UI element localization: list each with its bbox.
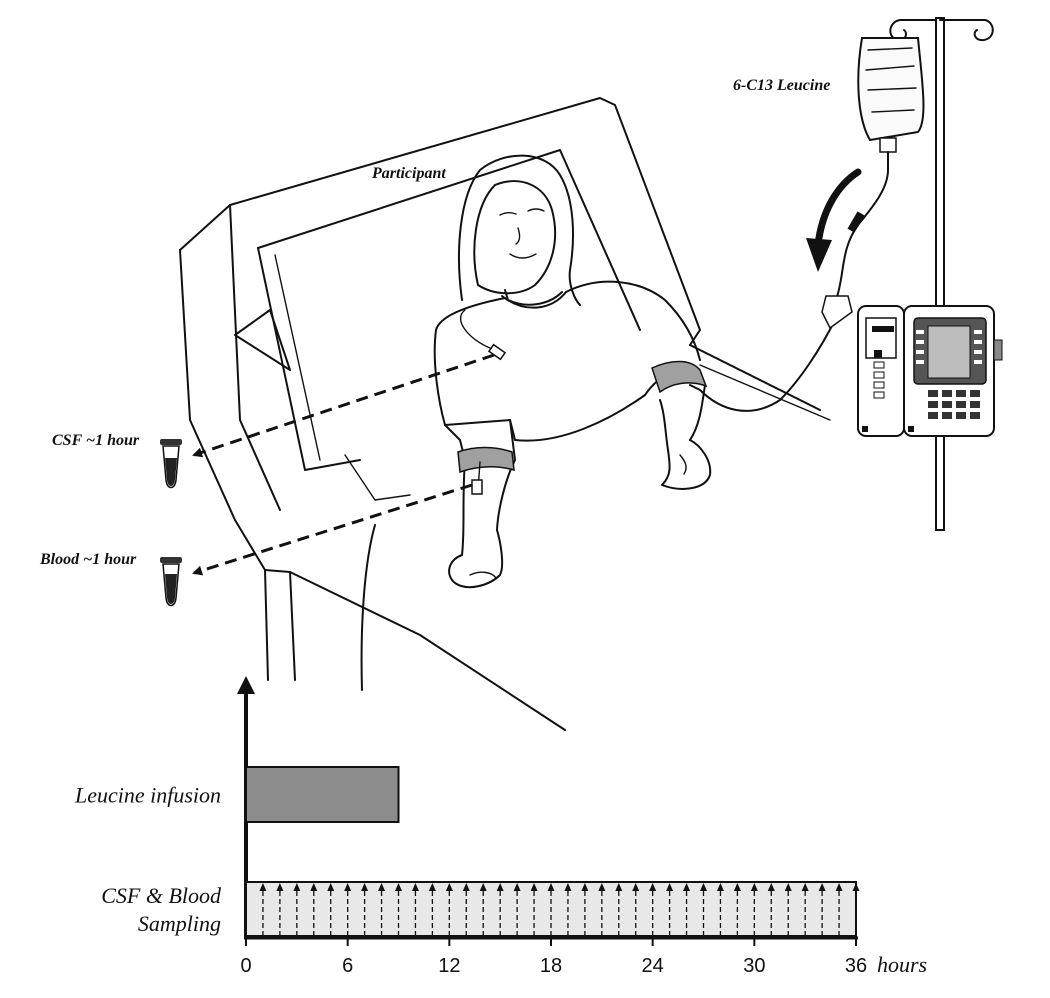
x-tick-label: 24 <box>642 955 664 977</box>
sampling-point-arrow <box>700 883 707 891</box>
sampling-point-arrow <box>276 883 284 891</box>
sampling-point-arrow <box>496 883 504 891</box>
x-ticks: 0 6 12 18 24 30 36 <box>240 938 867 977</box>
leucine-infusion-bar <box>245 766 400 823</box>
x-tick-label: 12 <box>438 955 460 977</box>
blood-sample-arrow <box>192 483 473 576</box>
csf-tube-label: CSF ~1 hour <box>52 432 140 449</box>
sampling-point-arrow <box>310 883 318 891</box>
csf-sample-arrow <box>192 353 495 458</box>
row-label: Sampling <box>138 911 221 936</box>
sampling-point-arrow <box>411 883 419 891</box>
sampling-point-arrow <box>784 883 792 891</box>
sampling-point-arrow <box>581 883 589 891</box>
sampling-point-arrow <box>835 883 843 891</box>
sampling-point-arrow <box>513 883 521 891</box>
row-label: Leucine infusion <box>74 783 221 808</box>
x-axis-unit-label: hours <box>877 952 927 977</box>
iv-bag-label: 6-C13 Leucine <box>733 77 830 94</box>
sampling-point-arrow <box>852 883 860 891</box>
sampling-point-arrow <box>750 883 758 891</box>
sampling-point-arrow <box>445 883 453 891</box>
sampling-point-arrow <box>818 883 826 891</box>
x-tick-label: 30 <box>743 955 765 977</box>
sampling-point-arrow <box>733 883 741 891</box>
sampling-point-arrow <box>259 883 267 891</box>
sampling-point-arrow <box>801 883 809 891</box>
sampling-point-arrow <box>564 883 572 891</box>
timeline-row <box>245 766 400 823</box>
sampling-point-arrow <box>479 883 487 891</box>
sampling-point-arrow <box>615 883 623 891</box>
row-label: CSF & Blood <box>101 883 222 908</box>
participant-figure <box>433 154 712 589</box>
sampling-point-arrow <box>378 883 386 891</box>
sampling-point-arrow <box>632 883 640 891</box>
sampling-point-arrow <box>462 883 470 891</box>
sampling-point-arrow <box>293 883 301 891</box>
participant-label: Participant <box>371 165 446 182</box>
x-tick-label: 0 <box>240 955 251 977</box>
iv-setup <box>689 17 1003 531</box>
sampling-point-arrow <box>666 883 674 891</box>
x-tick-label: 18 <box>540 955 562 977</box>
sampling-point-arrow <box>598 883 606 891</box>
sampling-point-arrow <box>344 883 352 891</box>
csf-tube-icon <box>160 439 182 489</box>
blood-tube-icon <box>160 557 182 607</box>
sampling-point-arrow <box>683 883 691 891</box>
sampling-point-arrow <box>327 883 335 891</box>
x-tick-label: 6 <box>342 955 353 977</box>
sampling-point-arrow <box>649 883 657 891</box>
y-axis-arrowhead <box>237 676 255 694</box>
blood-tube-label: Blood ~1 hour <box>39 551 137 568</box>
bed-illustration <box>179 97 831 731</box>
x-tick-label: 36 <box>845 955 867 977</box>
timeline-row <box>245 881 860 937</box>
sampling-point-arrow <box>530 883 538 891</box>
sampling-point-arrow <box>361 883 369 891</box>
sampling-point-arrow <box>767 883 775 891</box>
sampling-point-arrow <box>395 883 402 891</box>
sampling-point-arrow <box>428 883 436 891</box>
sampling-point-arrow <box>547 883 555 891</box>
sampling-point-arrow <box>716 883 724 891</box>
timeline-rows <box>245 766 860 937</box>
